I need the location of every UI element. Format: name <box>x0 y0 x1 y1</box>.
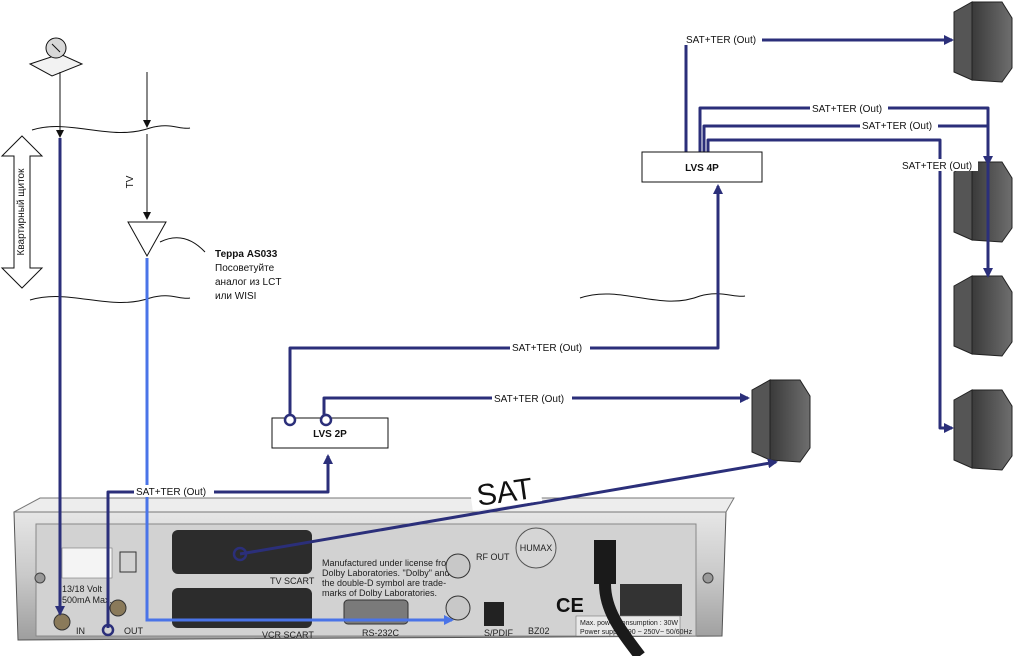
amp-note-1: Посоветуйте <box>215 263 275 274</box>
lvs4p-label: LVS 4P <box>685 163 719 174</box>
amp-title: Терра AS033 <box>215 249 278 260</box>
volt-label-1: 13/18 Volt <box>62 584 103 594</box>
tv-set <box>953 389 1013 471</box>
wire-label-out-1: SAT+TER (Out) <box>686 35 756 46</box>
wire-lvs4p-out-1 <box>684 35 954 152</box>
rf-in-port <box>445 595 471 621</box>
tv-set <box>953 275 1013 357</box>
wire-receiver-to-lvs2p <box>106 454 333 628</box>
weee-bin-icon <box>119 551 137 573</box>
brand-label: HUMAX <box>520 543 553 553</box>
panel-label: Квартирный щиток <box>16 168 27 256</box>
receiver: 13/18 Volt 500mA Max. IN OUT TV SCART VC… <box>13 497 735 656</box>
sat-label: SAT <box>475 472 535 512</box>
ce-mark-icon: CE <box>556 595 584 617</box>
lnb-out-label: OUT <box>124 626 144 636</box>
tv-scart-port <box>172 530 312 574</box>
power-line-1: Max. power consumption : 30W <box>580 620 678 627</box>
wire-lvs4p-out-3 <box>702 124 993 278</box>
license-line-1: Manufactured under license from <box>322 558 454 568</box>
amp-note-2: аналог из LCT <box>215 277 281 288</box>
wire-label-lvs2p-lvs4p: SAT+TER (Out) <box>512 343 582 354</box>
amp-note-3: или WISI <box>215 291 256 302</box>
amplifier-callout-line <box>159 237 206 253</box>
rs232-port <box>343 599 409 625</box>
wire-scart-to-tv <box>239 458 778 556</box>
wall-line-right <box>579 293 746 302</box>
wire-label-out-2: SAT+TER (Out) <box>812 104 882 115</box>
volt-label-2: 500mA Max. <box>62 595 112 605</box>
license-line-3: the double-D symbol are trade- <box>322 578 446 588</box>
wire-lvs4p-out-4 <box>706 138 954 433</box>
wire-lvs2p-to-lvs4p <box>288 184 723 416</box>
wire-lvs2p-to-tv <box>322 393 750 416</box>
license-line-4: marks of Dolby Laboratories. <box>322 588 437 598</box>
satellite-dish-icon <box>28 37 84 77</box>
rs232-label: RS-232C <box>362 628 400 638</box>
lnb-in-label: IN <box>76 626 85 636</box>
lvs2p-label: LVS 2P <box>313 429 347 440</box>
wire-label-receiver-out: SAT+TER (Out) <box>136 487 206 498</box>
gs-mark-icon <box>620 584 682 616</box>
amplifier-icon <box>127 221 167 258</box>
wire-ter-in <box>145 258 454 625</box>
lvs4p-box <box>641 151 763 183</box>
humax-seal <box>515 527 557 569</box>
rf-out-label: RF OUT <box>476 552 510 562</box>
vcr-scart-label: VCR SCART <box>262 630 314 640</box>
spdif-label: S/PDIF <box>484 628 514 638</box>
tv-set <box>953 1 1013 83</box>
license-line-2: Dolby Laboratories. "Dolby" and <box>322 568 449 578</box>
tv-label: TV <box>125 175 136 188</box>
spdif-port <box>484 602 504 626</box>
wall-line-top <box>31 125 191 134</box>
vcr-scart-port <box>172 588 312 628</box>
wire-label-out-4: SAT+TER (Out) <box>902 161 972 172</box>
tv-set <box>751 379 811 463</box>
wall-line-bottom <box>29 295 191 304</box>
panel-double-arrow: Квартирный щиток <box>0 135 44 289</box>
rf-out-port <box>445 553 471 579</box>
wire-label-out-3: SAT+TER (Out) <box>862 121 932 132</box>
power-cable <box>599 583 645 656</box>
tv-set <box>953 161 1013 243</box>
wire-label-lvs2p-tv: SAT+TER (Out) <box>494 394 564 405</box>
power-plug <box>594 540 616 584</box>
power-line-2: Power supply : 90 ~ 250V~ 50/60Hz <box>580 629 693 636</box>
model-label: BZ02 <box>528 626 550 636</box>
tv-scart-label: TV SCART <box>270 576 315 586</box>
